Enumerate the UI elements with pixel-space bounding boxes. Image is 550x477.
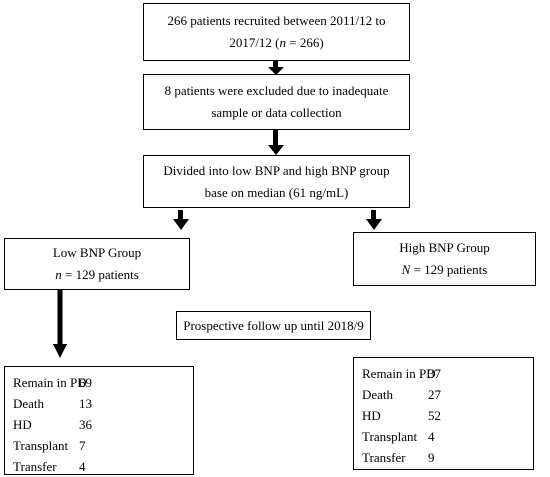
recruitment-line2-prefix: 2017/12 ( (229, 35, 280, 50)
high-bnp-n-text: = 129 patients (410, 262, 488, 277)
arrow-to-low-group (173, 210, 189, 230)
outcome-row: Transplant 7 (13, 435, 193, 456)
exclusion-line2: sample or data collection (211, 105, 342, 120)
low-bnp-group-box: Low BNP Group n = 129 patients (4, 238, 190, 290)
outcome-row: Transplant 4 (362, 426, 533, 447)
outcome-row: Transfer 4 (13, 456, 193, 477)
high-bnp-group-box: High BNP Group N = 129 patients (353, 232, 536, 286)
outcome-value: 36 (79, 417, 92, 432)
exclusion-line1: 8 patients were excluded due to inadequa… (164, 83, 389, 98)
outcome-row: Transfer 9 (362, 447, 533, 468)
outcome-value: 7 (79, 438, 86, 453)
outcome-label: Transfer (13, 459, 57, 474)
outcome-value: 4 (428, 429, 435, 444)
arrow-down-2 (268, 130, 284, 155)
outcome-row: Death 13 (13, 393, 193, 414)
grouping-line1: Divided into low BNP and high BNP group (163, 162, 390, 178)
high-bnp-n-symbol: N (401, 262, 411, 277)
outcome-label: Remain in PD (13, 375, 87, 390)
outcome-label: HD (13, 417, 32, 432)
outcome-value: 13 (79, 396, 92, 411)
high-bnp-group-count: N = 129 patients (402, 259, 488, 281)
outcome-label: HD (362, 408, 381, 423)
outcome-row: Death 27 (362, 384, 533, 405)
follow-up-text: Prospective follow up until 2018/9 (183, 317, 364, 333)
recruitment-n-symbol: n (279, 35, 287, 50)
outcome-label: Death (13, 396, 45, 411)
recruitment-line1: 266 patients recruited between 2011/12 t… (167, 13, 386, 28)
outcome-label: Death (362, 387, 394, 402)
recruitment-line2-suffix: = 266) (286, 35, 324, 50)
outcome-label: Transfer (362, 450, 406, 465)
recruitment-box: 266 patients recruited between 2011/12 t… (143, 3, 410, 61)
outcome-row: HD 52 (362, 405, 533, 426)
outcome-label: Transplant (362, 429, 418, 444)
outcome-value: 37 (428, 366, 441, 381)
low-bnp-group-title: Low BNP Group (52, 245, 142, 260)
arrow-low-follow-up (53, 290, 67, 358)
outcome-value: 27 (428, 387, 441, 402)
recruitment-line2: 2017/12 (n = 266) (229, 32, 323, 54)
exclusion-box: 8 patients were excluded due to inadequa… (143, 74, 410, 130)
grouping-line2: base on median (61 ng/mL) (204, 184, 349, 200)
low-bnp-group-count: n = 129 patients (55, 264, 139, 286)
outcome-label: Transplant (13, 438, 69, 453)
arrow-down-1 (268, 61, 284, 75)
outcome-value: 9 (428, 450, 435, 465)
outcome-value: 4 (79, 459, 86, 474)
grouping-box: Divided into low BNP and high BNP group … (143, 155, 410, 208)
follow-up-box: Prospective follow up until 2018/9 (176, 311, 371, 340)
high-bnp-group-title: High BNP Group (399, 240, 490, 255)
arrow-to-high-group (366, 210, 382, 230)
outcome-value: 52 (428, 408, 441, 423)
outcome-label: Remain in PD (362, 366, 436, 381)
outcome-row: HD 36 (13, 414, 193, 435)
low-bnp-n-symbol: n (55, 267, 62, 282)
outcome-value: 69 (79, 375, 92, 390)
low-bnp-n-text: = 129 patients (61, 267, 139, 282)
